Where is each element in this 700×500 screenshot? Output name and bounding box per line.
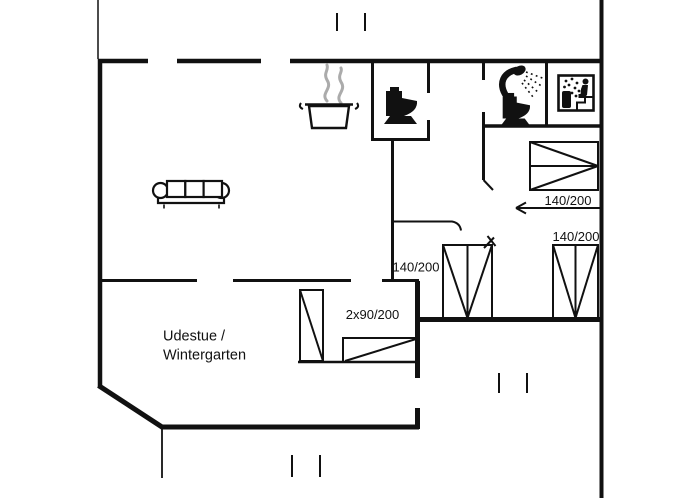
wall-diagonal bbox=[97, 383, 165, 431]
bed-size-label: 140/200 bbox=[545, 193, 592, 208]
steam-icon bbox=[337, 66, 345, 105]
thin-extension-lines bbox=[97, 0, 163, 478]
tick-marks bbox=[291, 13, 528, 477]
bed-double-top-right bbox=[529, 141, 599, 191]
cooking-pot-icon bbox=[298, 63, 360, 130]
door-arrow bbox=[515, 201, 527, 215]
sauna-icon bbox=[557, 74, 595, 112]
bed-size-label: 2x90/200 bbox=[346, 307, 400, 322]
bed-double-bottom-right bbox=[552, 244, 599, 319]
bed-twin bbox=[298, 289, 418, 364]
outer-walls bbox=[97, 0, 604, 498]
door-swing-tick bbox=[483, 235, 497, 249]
door-marks bbox=[392, 179, 600, 249]
door-swing bbox=[482, 179, 494, 191]
toilet-icon bbox=[384, 87, 418, 124]
interior-walls bbox=[98, 61, 601, 282]
bed-double-middle bbox=[442, 244, 493, 319]
sofa-icon bbox=[151, 179, 231, 209]
bed-size-label: 140/200 bbox=[553, 229, 600, 244]
room-label-conservatory: Udestue / bbox=[163, 329, 226, 345]
labels: 140/200 140/200 140/200 2x90/200 Udestue… bbox=[163, 193, 600, 364]
door-leaf bbox=[392, 220, 462, 231]
room-label-conservatory: Wintergarten bbox=[163, 348, 246, 364]
bed-size-label: 140/200 bbox=[393, 260, 440, 275]
toilet-icon bbox=[500, 92, 531, 126]
shower-icon bbox=[499, 65, 546, 98]
steam-icon bbox=[323, 63, 331, 103]
